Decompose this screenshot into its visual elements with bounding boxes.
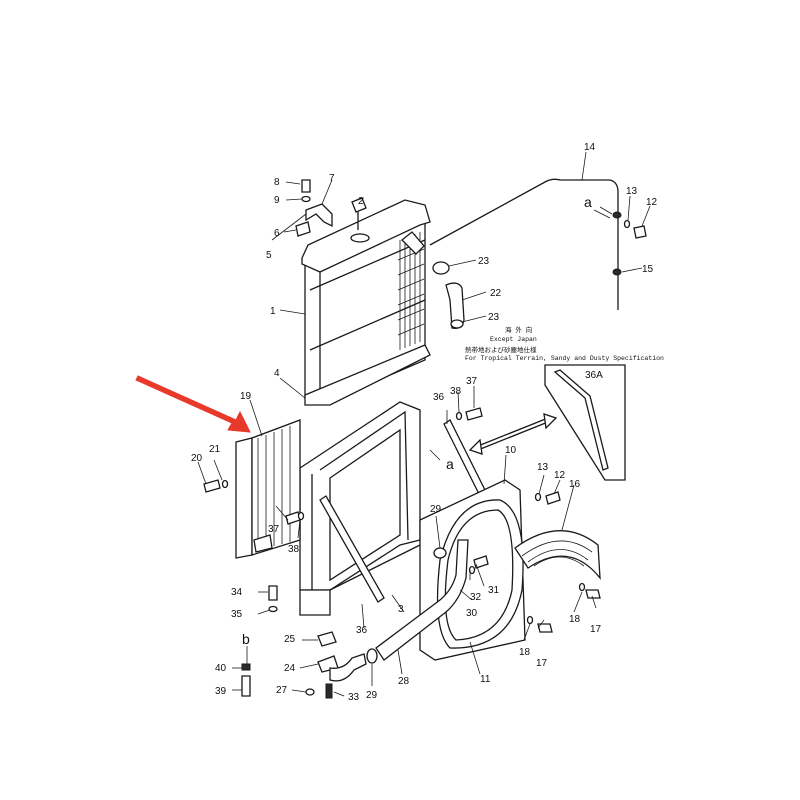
note-jp-1: 海 外 向 xyxy=(505,325,532,334)
note-en-1: Except Japan xyxy=(490,336,537,343)
part-label-17-bottom: 17 xyxy=(536,658,548,669)
part-label-5: 5 xyxy=(266,250,272,261)
part-label-29-upper: 29 xyxy=(430,504,442,515)
part-label-32: 32 xyxy=(470,592,482,603)
part-label-28: 28 xyxy=(398,676,410,687)
part-label-23-bottom: 23 xyxy=(488,312,500,323)
part-label-36-upper: 36 xyxy=(433,392,445,403)
part-label-17-right: 17 xyxy=(590,624,602,635)
part-labels: 1 2 3 4 5 6 7 8 9 10 11 12 12 13 13 14 1… xyxy=(191,142,658,703)
part-label-36-lower: 36 xyxy=(356,625,368,636)
overflow-pipe xyxy=(429,178,647,310)
part-label-29-lower: 29 xyxy=(366,690,378,701)
part-label-19: 19 xyxy=(240,391,252,402)
part-label-38-upper: 38 xyxy=(450,386,462,397)
note-jp-2: 熱帯地および砂塵地仕様 xyxy=(465,345,537,354)
direction-arrow xyxy=(468,413,558,455)
part-label-11: 11 xyxy=(480,674,491,685)
part-label-21: 21 xyxy=(209,444,221,455)
part-label-33: 33 xyxy=(348,692,360,703)
lower-pipe xyxy=(366,539,469,664)
part-label-37-lower: 37 xyxy=(268,524,280,535)
part-label-13-top: 13 xyxy=(626,186,638,197)
aux-radiator xyxy=(235,419,301,559)
part-label-1: 1 xyxy=(270,306,276,317)
part-label-39: 39 xyxy=(215,686,227,697)
part-label-14: 14 xyxy=(584,142,596,153)
part-label-2: 2 xyxy=(358,196,364,207)
part-label-15: 15 xyxy=(642,264,654,275)
part-label-12-top: 12 xyxy=(646,197,658,208)
note-en-2: For Tropical Terrain, Sandy and Dusty Sp… xyxy=(465,355,664,362)
ref-marker-a-top: a xyxy=(584,194,592,210)
ref-marker-b: b xyxy=(242,631,250,647)
ref-marker-a-mid: a xyxy=(446,456,454,472)
part-label-4: 4 xyxy=(274,368,280,379)
part-label-13-mid: 13 xyxy=(537,462,549,473)
part-label-24: 24 xyxy=(284,663,296,674)
part-label-27: 27 xyxy=(276,685,288,696)
small-bolts xyxy=(241,585,278,697)
part-label-18-right: 18 xyxy=(569,614,581,625)
part-label-31: 31 xyxy=(488,585,500,596)
leader-lines xyxy=(197,151,651,697)
part-label-12-mid: 12 xyxy=(554,470,566,481)
spec-notes: 海 外 向 Except Japan 熱帯地および砂塵地仕様 For Tropi… xyxy=(465,325,664,362)
part-label-34: 34 xyxy=(231,587,243,598)
part-label-22: 22 xyxy=(490,288,502,299)
part-label-6: 6 xyxy=(274,228,280,239)
part-label-37-upper: 37 xyxy=(466,376,478,387)
water-elbow xyxy=(305,631,367,699)
part-label-16: 16 xyxy=(569,479,581,490)
part-label-7: 7 xyxy=(329,173,335,184)
part-label-40: 40 xyxy=(215,663,227,674)
part-label-30: 30 xyxy=(466,608,478,619)
part-label-35: 35 xyxy=(231,609,243,620)
part-label-25: 25 xyxy=(284,634,296,645)
support-frame xyxy=(299,401,421,616)
radiator-core xyxy=(301,199,431,406)
part-label-10: 10 xyxy=(505,445,517,456)
inset-label-36a: 36A xyxy=(585,370,603,381)
part-label-9: 9 xyxy=(274,195,280,206)
part-label-20: 20 xyxy=(191,453,203,464)
part-label-38-lower: 38 xyxy=(288,544,300,555)
part-label-3: 3 xyxy=(398,604,404,615)
upper-hose xyxy=(432,261,465,329)
part-label-8: 8 xyxy=(274,177,280,188)
part-label-18-bottom: 18 xyxy=(519,647,531,658)
part-label-23-top: 23 xyxy=(478,256,490,267)
fan-guard xyxy=(514,530,601,581)
highlight-arrow xyxy=(135,375,251,433)
inset-36a xyxy=(544,364,626,481)
